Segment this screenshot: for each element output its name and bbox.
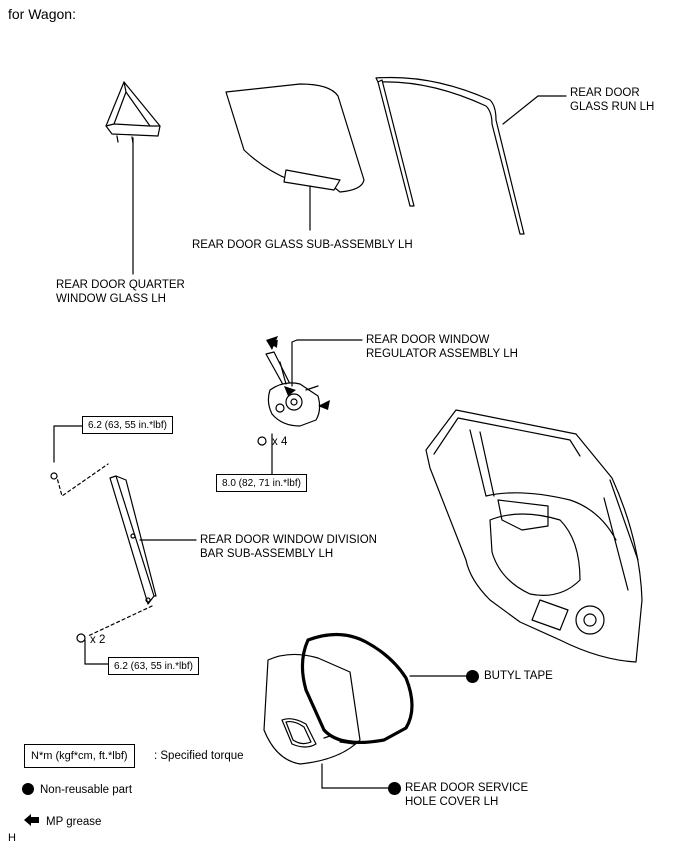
quarter-window-glass-part [105,81,161,275]
legend-mp-grease: MP grease [24,814,101,828]
legend-torque-box: N*m (kgf*cm, ft.*lbf) [24,744,135,768]
division-bar-label-line2: BAR SUB-ASSEMBLY LH [200,548,334,560]
division-bar-label-line1: REAR DOOR WINDOW DIVISION [200,534,377,546]
regulator-label-line1: REAR DOOR WINDOW [366,334,490,346]
division-bolt-count: x 2 [90,634,106,646]
service-hole-cover-part [263,653,389,789]
door-panel-part [425,409,643,663]
filled-circle-icon [22,783,34,795]
regulator-label-line2: REGULATOR ASSEMBLY LH [366,348,518,360]
legend-mp-grease-text: MP grease [46,816,102,828]
legend-torque-desc: : Specified torque [154,750,244,762]
legend-non-reusable-text: Non-reusable part [40,784,133,796]
glass-run-label-line2: GLASS RUN LH [570,101,655,113]
torque-regulator: 8.0 (82, 71 in.*lbf) [216,474,307,492]
glass-run-label-line1: REAR DOOR [570,87,640,99]
left-arrow-icon [24,814,39,826]
division-bar-part [50,425,197,665]
torque-division-upper: 6.2 (63, 55 in.*lbf) [82,416,173,434]
glass-sub-assembly-label: REAR DOOR GLASS SUB-ASSEMBLY LH [192,239,413,251]
page-title: for Wagon: [8,6,76,22]
non-reusable-marker-cover [388,782,401,795]
corner-mark: H [8,832,16,844]
window-regulator-part [257,339,363,475]
service-cover-label-line2: HOLE COVER LH [405,796,499,808]
regulator-bolt-count: x 4 [272,436,288,448]
butyl-tape-label: BUTYL TAPE [484,670,553,682]
quarter-glass-label-line2: WINDOW GLASS LH [56,293,166,305]
door-glass-part [225,83,365,231]
torque-division-lower: 6.2 (63, 55 in.*lbf) [108,657,199,675]
glass-run-part [375,76,567,235]
quarter-glass-label-line1: REAR DOOR QUARTER [56,279,185,291]
butyl-tape-part [300,632,414,745]
legend-non-reusable: Non-reusable part [22,783,132,796]
service-cover-label-line1: REAR DOOR SERVICE [405,782,529,794]
grease-arrows [266,336,330,410]
non-reusable-marker-butyl [466,670,479,683]
